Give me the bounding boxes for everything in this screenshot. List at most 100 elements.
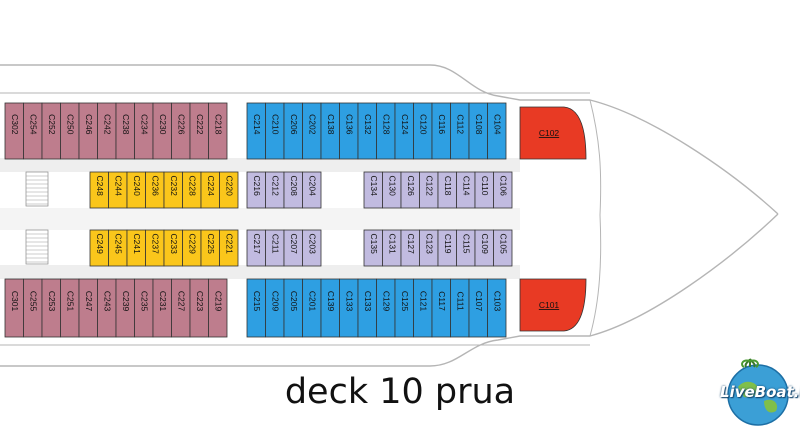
cabin-c102[interactable]: C102 bbox=[519, 106, 587, 160]
cabin-c229[interactable]: C229 bbox=[182, 229, 202, 267]
cabin-c131[interactable]: C131 bbox=[382, 229, 402, 267]
cabin-c205[interactable]: C205 bbox=[283, 278, 303, 338]
cabin-number: C135 bbox=[369, 234, 379, 255]
cabin-c251[interactable]: C251 bbox=[60, 278, 80, 338]
cabin-c135[interactable]: C135 bbox=[363, 229, 383, 267]
cabin-c126[interactable]: C126 bbox=[400, 171, 420, 209]
cabin-c236[interactable]: C236 bbox=[145, 171, 165, 209]
cabin-c248[interactable]: C248 bbox=[89, 171, 109, 209]
cabin-c227[interactable]: C227 bbox=[171, 278, 191, 338]
cabin-number: C132 bbox=[363, 114, 373, 135]
cabin-c250[interactable]: C250 bbox=[60, 102, 80, 160]
cabin-c127[interactable]: C127 bbox=[400, 229, 420, 267]
cabin-c108[interactable]: C108 bbox=[468, 102, 488, 160]
cabin-c253[interactable]: C253 bbox=[41, 278, 61, 338]
cabin-c110[interactable]: C110 bbox=[474, 171, 494, 209]
cabin-c122[interactable]: C122 bbox=[419, 171, 439, 209]
cabin-c111[interactable]: C111 bbox=[450, 278, 470, 338]
cabin-c233[interactable]: C233 bbox=[163, 229, 183, 267]
cabin-c230[interactable]: C230 bbox=[152, 102, 172, 160]
cabin-c219[interactable]: C219 bbox=[208, 278, 228, 338]
cabin-c235[interactable]: C235 bbox=[134, 278, 154, 338]
cabin-c228[interactable]: C228 bbox=[182, 171, 202, 209]
cabin-c105[interactable]: C105 bbox=[493, 229, 513, 267]
cabin-c134[interactable]: C134 bbox=[363, 171, 383, 209]
cabin-c107[interactable]: C107 bbox=[468, 278, 488, 338]
cabin-c202[interactable]: C202 bbox=[302, 102, 322, 160]
cabin-c203[interactable]: C203 bbox=[302, 229, 322, 267]
cabin-c252[interactable]: C252 bbox=[41, 102, 61, 160]
cabin-c104[interactable]: C104 bbox=[487, 102, 507, 160]
cabin-c241[interactable]: C241 bbox=[126, 229, 146, 267]
cabin-c242[interactable]: C242 bbox=[97, 102, 117, 160]
cabin-c124[interactable]: C124 bbox=[394, 102, 414, 160]
cabin-c118[interactable]: C118 bbox=[437, 171, 457, 209]
cabin-c209[interactable]: C209 bbox=[265, 278, 285, 338]
cabin-c211[interactable]: C211 bbox=[265, 229, 285, 267]
cabin-c245[interactable]: C245 bbox=[108, 229, 128, 267]
cabin-c214[interactable]: C214 bbox=[246, 102, 266, 160]
cabin-c240[interactable]: C240 bbox=[126, 171, 146, 209]
cabin-c216[interactable]: C216 bbox=[246, 171, 266, 209]
cabin-c136[interactable]: C136 bbox=[339, 102, 359, 160]
cabin-c125[interactable]: C125 bbox=[394, 278, 414, 338]
cabin-c123[interactable]: C123 bbox=[419, 229, 439, 267]
cabin-c139[interactable]: C139 bbox=[320, 278, 340, 338]
cabin-c302[interactable]: C302 bbox=[4, 102, 24, 160]
cabin-c138[interactable]: C138 bbox=[320, 102, 340, 160]
cabin-c223[interactable]: C223 bbox=[189, 278, 209, 338]
cabin-c301[interactable]: C301 bbox=[4, 278, 24, 338]
cabin-c114[interactable]: C114 bbox=[456, 171, 476, 209]
cabin-c234[interactable]: C234 bbox=[134, 102, 154, 160]
cabin-c129[interactable]: C129 bbox=[376, 278, 396, 338]
cabin-c231[interactable]: C231 bbox=[152, 278, 172, 338]
cabin-c106[interactable]: C106 bbox=[493, 171, 513, 209]
cabin-c218[interactable]: C218 bbox=[208, 102, 228, 160]
cabin-c119[interactable]: C119 bbox=[437, 229, 457, 267]
cabin-c249[interactable]: C249 bbox=[89, 229, 109, 267]
cabin-c222[interactable]: C222 bbox=[189, 102, 209, 160]
cabin-c247[interactable]: C247 bbox=[78, 278, 98, 338]
cabin-c133[interactable]: C133 bbox=[357, 278, 377, 338]
cabin-c215[interactable]: C215 bbox=[246, 278, 266, 338]
cabin-c221[interactable]: C221 bbox=[219, 229, 239, 267]
cabin-c239[interactable]: C239 bbox=[115, 278, 135, 338]
cabin-c132[interactable]: C132 bbox=[357, 102, 377, 160]
cabin-c101[interactable]: C101 bbox=[519, 278, 587, 332]
cabin-c237[interactable]: C237 bbox=[145, 229, 165, 267]
cabin-c120[interactable]: C120 bbox=[413, 102, 433, 160]
cabin-number: C139 bbox=[326, 291, 336, 312]
cabin-c246[interactable]: C246 bbox=[78, 102, 98, 160]
cabin-c208[interactable]: C208 bbox=[283, 171, 303, 209]
cabin-c255[interactable]: C255 bbox=[23, 278, 43, 338]
cabin-c217[interactable]: C217 bbox=[246, 229, 266, 267]
cabin-c212[interactable]: C212 bbox=[265, 171, 285, 209]
cabin-c232[interactable]: C232 bbox=[163, 171, 183, 209]
cabin-c116[interactable]: C116 bbox=[431, 102, 451, 160]
cabin-c128[interactable]: C128 bbox=[376, 102, 396, 160]
cabin-c210[interactable]: C210 bbox=[265, 102, 285, 160]
cabin-c238[interactable]: C238 bbox=[115, 102, 135, 160]
cabin-c243[interactable]: C243 bbox=[97, 278, 117, 338]
cabin-c121[interactable]: C121 bbox=[413, 278, 433, 338]
staircase bbox=[26, 175, 48, 263]
cabin-c117[interactable]: C117 bbox=[431, 278, 451, 338]
cabin-c112[interactable]: C112 bbox=[450, 102, 470, 160]
cabin-c103[interactable]: C103 bbox=[487, 278, 507, 338]
cabin-c207[interactable]: C207 bbox=[283, 229, 303, 267]
cabin-c244[interactable]: C244 bbox=[108, 171, 128, 209]
cabin-c220[interactable]: C220 bbox=[219, 171, 239, 209]
cabin-c109[interactable]: C109 bbox=[474, 229, 494, 267]
cabin-c133[interactable]: C133 bbox=[339, 278, 359, 338]
cabin-c115[interactable]: C115 bbox=[456, 229, 476, 267]
cabin-number: C123 bbox=[425, 234, 435, 255]
cabin-c204[interactable]: C204 bbox=[302, 171, 322, 209]
cabin-c130[interactable]: C130 bbox=[382, 171, 402, 209]
cabin-c226[interactable]: C226 bbox=[171, 102, 191, 160]
cabin-c225[interactable]: C225 bbox=[200, 229, 220, 267]
cabin-c201[interactable]: C201 bbox=[302, 278, 322, 338]
cabin-c254[interactable]: C254 bbox=[23, 102, 43, 160]
cabin-c224[interactable]: C224 bbox=[200, 171, 220, 209]
cabin-number: C112 bbox=[456, 114, 466, 134]
cabin-c206[interactable]: C206 bbox=[283, 102, 303, 160]
